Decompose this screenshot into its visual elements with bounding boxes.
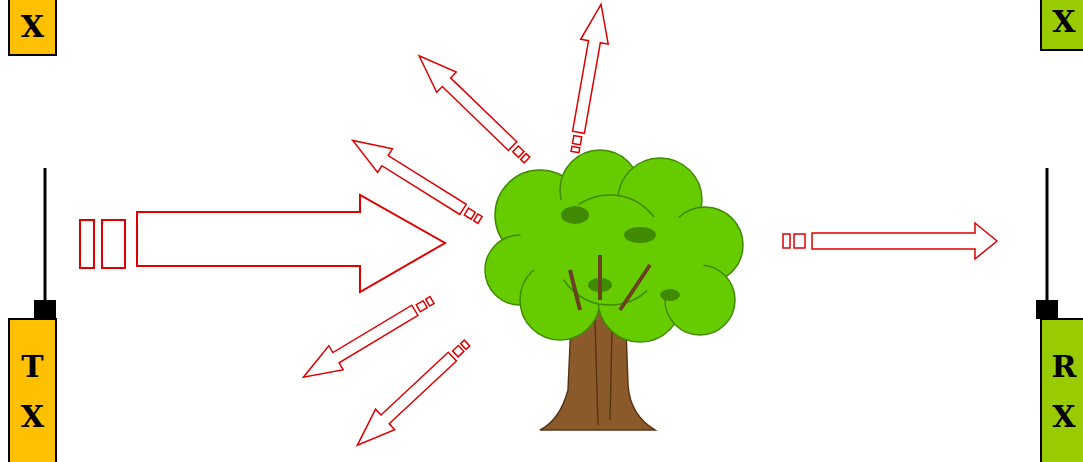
radio-label: R X <box>1042 342 1083 442</box>
rx-antenna-base <box>1036 300 1058 319</box>
scattered-rays <box>296 2 615 456</box>
tx-antenna <box>44 168 47 302</box>
transmitted-wave-arrow <box>783 223 997 259</box>
radio-label: X <box>1042 0 1083 47</box>
rx-antenna <box>1046 168 1049 302</box>
transmitter-box: T X <box>8 318 57 462</box>
tx-antenna-base <box>34 300 56 319</box>
receiver-box: R X <box>1040 318 1083 462</box>
radio-label: X <box>10 2 55 52</box>
incident-wave-arrow <box>80 195 445 292</box>
radio-label: T X <box>10 342 55 442</box>
radio-box: X <box>8 0 57 56</box>
radio-box: X <box>1040 0 1083 51</box>
tree <box>485 150 743 430</box>
